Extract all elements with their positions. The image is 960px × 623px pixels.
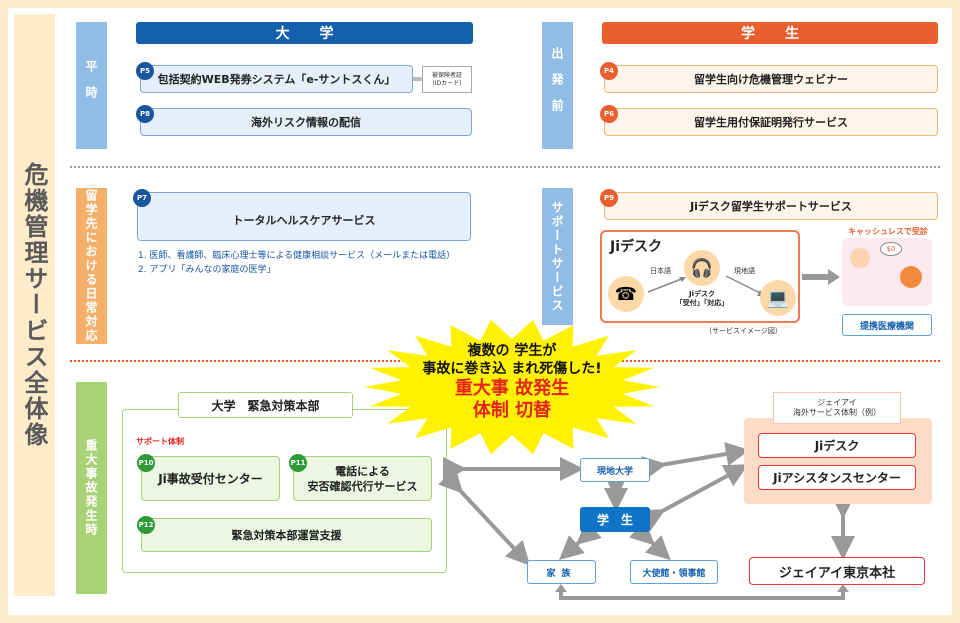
service-risk-info[interactable]: 海外リスク情報の配信 — [140, 108, 472, 136]
node-student[interactable]: 学生 — [580, 507, 650, 532]
service-jidesk-support[interactable]: Jiデスク留学生サポートサービス — [604, 192, 938, 220]
service-accident-center[interactable]: Ji事故受付センター — [141, 456, 280, 501]
service-webinar[interactable]: 留学生向け危機管理ウェビナー — [604, 65, 938, 93]
clinic-illustration: $0 — [842, 238, 932, 306]
arrow-localuniv-ji — [641, 442, 750, 480]
page-badge-p5: P5 — [136, 62, 154, 80]
ji-overseas-title: ジェイアイ海外サービス体制（例） — [773, 392, 901, 424]
page-badge-p4: P4 — [600, 62, 618, 80]
header-student: 学生 — [602, 22, 938, 44]
caller-illustration: ☎ — [608, 276, 644, 312]
emergency-hq-title: 大学 緊急対策本部 — [178, 392, 353, 418]
healthcare-list: 1. 医師、看護師、臨床心理士等による健康相談サービス（メールまたは電話） 2.… — [138, 251, 456, 275]
page-badge-p6: P6 — [600, 105, 618, 123]
doctor-illustration: 💻 — [760, 280, 796, 316]
service-total-healthcare[interactable]: トータルヘルスケアサービス — [137, 192, 471, 241]
phase-emergency: 重大事故発生時 — [76, 382, 107, 594]
arrow-family-tokyo — [559, 592, 845, 600]
page-badge-p7: P7 — [133, 189, 151, 207]
jidesk-title: Jiデスク — [610, 239, 663, 255]
arrow-student-ji — [638, 464, 749, 532]
node-embassy[interactable]: 大使館・領事館 — [630, 560, 718, 584]
node-local-university[interactable]: 現地大学 — [580, 458, 650, 482]
arrow-right-icon — [802, 269, 840, 285]
alert-burst — [364, 319, 660, 455]
phase-normal: 平時 — [76, 22, 107, 149]
main-title-text: 危機管理サービス全体像 — [20, 162, 48, 448]
page-badge-p10: P10 — [137, 454, 155, 472]
connector — [413, 77, 422, 81]
service-hq-support[interactable]: 緊急対策本部運営支援 — [141, 518, 432, 552]
service-certificate[interactable]: 留学生用付保証明発行サービス — [604, 108, 938, 136]
nurse-icon — [850, 248, 870, 268]
phase-predeparture: 出発前 — [542, 22, 573, 149]
ji-desk-box[interactable]: Jiデスク — [758, 433, 916, 458]
arrow-hq-family — [438, 468, 531, 566]
label-japanese: 日本語 — [650, 267, 671, 275]
service-e-santos[interactable]: 包括契約WEB発券システム「e-サントスくん」 — [140, 65, 413, 93]
page-badge-p8: P8 — [136, 105, 154, 123]
page-badge-p9: P9 — [600, 189, 618, 207]
support-system-label: サポート体制 — [136, 437, 184, 446]
arrow-icon — [647, 277, 686, 293]
page-badge-p12: P12 — [137, 516, 155, 534]
header-university: 大学 — [136, 22, 473, 44]
page-badge-p11: P11 — [289, 454, 307, 472]
arrow-student-embassy — [629, 520, 671, 561]
jidesk-panel: Jiデスク ☎ 日本語 🎧 Jiデスク「受付」「対応」 現地語 💻 — [600, 230, 800, 323]
ji-tokyo-hq[interactable]: ジェイアイ東京本社 — [749, 557, 925, 585]
phase-daily: 留学先における日常対応 — [76, 188, 107, 344]
id-card-note: 被保険者証 (IDカード) — [422, 66, 472, 93]
node-family[interactable]: 家族 — [527, 560, 596, 584]
ji-assistance-box[interactable]: Jiアシスタンスセンター — [758, 465, 916, 490]
cashless-label: キャッシュレスで受診 — [848, 227, 928, 236]
phase-support: サポートサービス — [542, 188, 573, 325]
main-title: 危機管理サービス全体像 — [14, 14, 55, 596]
arrow-student-family — [559, 520, 602, 560]
speech-bubble: $0 — [880, 242, 902, 256]
divider — [70, 166, 940, 168]
operator-illustration: 🎧 — [684, 250, 720, 286]
patient-icon — [900, 266, 922, 288]
operator-label: Jiデスク「受付」「対応」 — [675, 290, 729, 307]
service-safety-confirmation[interactable]: 電話による 安否確認代行サービス — [293, 456, 432, 501]
label-local: 現地語 — [734, 267, 755, 275]
alert-text: 複数の 学生が 事故に巻き込 まれ死傷した! 重大事 故発生 体制 切替 — [422, 343, 602, 421]
partner-hospital[interactable]: 提携医療機関 — [842, 314, 932, 336]
ji-overseas-panel — [744, 418, 932, 504]
service-image-caption: （サービスイメージ図） — [705, 327, 782, 335]
